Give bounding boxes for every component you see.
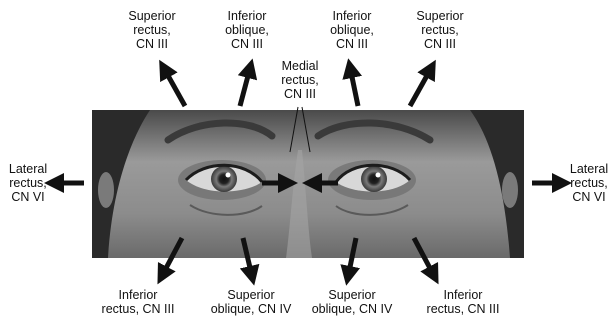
ear-right (502, 172, 518, 208)
arrow-inferior-oblique-right (351, 72, 358, 106)
arrow-superior-rectus-right (410, 72, 429, 106)
eyes-photo (92, 110, 524, 258)
arrow-inferior-oblique-left (240, 72, 249, 106)
ear-left (98, 172, 114, 208)
arrow-superior-rectus-left (166, 72, 185, 106)
